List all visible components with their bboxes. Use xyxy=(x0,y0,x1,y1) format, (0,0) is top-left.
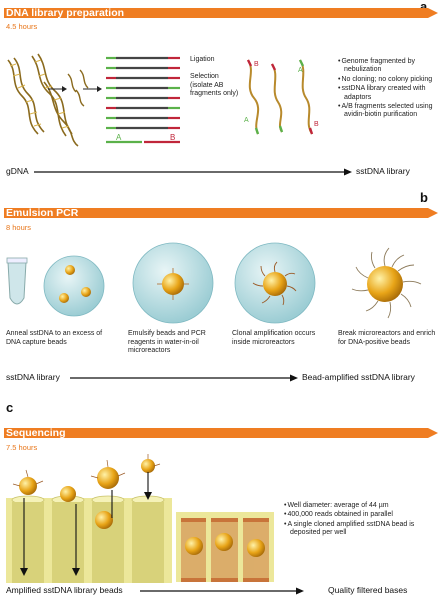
adaptor-label-b: B xyxy=(170,133,176,142)
emulsified-bead-illustration xyxy=(132,242,214,324)
panel-a-flow-to: sstDNA library xyxy=(356,166,410,176)
panel-c-flow-from: Amplified sstDNA library beads xyxy=(6,585,123,595)
svg-text:B: B xyxy=(254,61,259,68)
panel-a-bullet: A/B fragments selected using avidin-biot… xyxy=(338,103,440,120)
panel-c-title: Sequencing xyxy=(6,427,66,439)
panel-b-header-arrow xyxy=(4,208,438,218)
panel-c-flow-arrow xyxy=(140,587,304,595)
panel-c-bullet: 400,000 reads obtained in parallel xyxy=(284,511,440,519)
picotiter-plate-illustration xyxy=(6,454,172,583)
panel-a-bullet: No cloning; no colony picking xyxy=(338,76,440,84)
panel-b-title: Emulsion PCR xyxy=(6,207,79,219)
amplification-bead-illustration xyxy=(234,242,316,324)
panel-a-bullet: Genome fragmented by nebulization xyxy=(338,58,440,75)
panel-b-flow-to: Bead-amplified sstDNA library xyxy=(302,372,415,382)
panel-c-bullet: Well diameter: average of 44 µm xyxy=(284,502,440,510)
panel-c-hours: 7.5 hours xyxy=(6,443,38,452)
svg-text:A: A xyxy=(244,117,249,124)
panel-c-header-arrow xyxy=(4,428,438,438)
svg-text:A: A xyxy=(298,67,303,74)
panel-c-flow-to: Quality filtered bases xyxy=(328,585,408,595)
panel-b-caption-1: Anneal sstDNA to an excess of DNA captur… xyxy=(6,330,103,346)
panel-a-title: DNA library preparation xyxy=(6,7,125,19)
panel-a-flow-from: gDNA xyxy=(6,166,29,176)
panel-b-caption-2: Emulsify beads and PCR reagents in water… xyxy=(128,330,206,355)
step-selection: Selection (isolate AB fragments only) xyxy=(190,73,239,98)
panel-b-letter: b xyxy=(420,190,428,205)
panel-a-bullets: Genome fragmented by nebulization No clo… xyxy=(338,58,440,121)
step-ligation: Ligation xyxy=(190,56,215,63)
arrow-to-adaptors xyxy=(83,86,102,92)
gdna-helix-illustration xyxy=(7,53,79,147)
panel-c-bullets: Well diameter: average of 44 µm 400,000 … xyxy=(284,502,440,539)
fragmented-dna-illustration xyxy=(67,69,89,107)
panel-a-bullet: sstDNA library created with adaptors xyxy=(338,85,440,102)
enriched-bead-illustration xyxy=(351,247,422,319)
panel-a-letter: a xyxy=(420,0,428,14)
panel-b-flow-from: sstDNA library xyxy=(6,372,60,382)
panel-b-hours: 8 hours xyxy=(6,223,32,232)
panel-a-flow-arrow xyxy=(34,168,352,176)
sstdna-strands-illustration: A B A B xyxy=(244,59,319,135)
panel-b-caption-3: Clonal amplification occurs inside micro… xyxy=(232,330,316,346)
panel-b-caption-4: Break microreactors and enrich for DNA-p… xyxy=(338,330,436,346)
panel-c-letter: c xyxy=(6,400,14,415)
adaptor-ligated-fragments xyxy=(106,56,180,144)
panel-a-header-arrow xyxy=(4,8,438,18)
panel-b-flow-arrow xyxy=(70,374,298,382)
loaded-wells-closeup xyxy=(176,512,274,582)
svg-text:B: B xyxy=(314,121,319,128)
capture-bead-tube-illustration xyxy=(6,255,105,317)
arrow-to-fragments xyxy=(48,86,67,92)
adaptor-label-a: A xyxy=(116,133,122,142)
panel-c-bullet: A single cloned amplified sstDNA bead is… xyxy=(284,521,440,538)
panel-a-hours: 4.5 hours xyxy=(6,22,38,31)
